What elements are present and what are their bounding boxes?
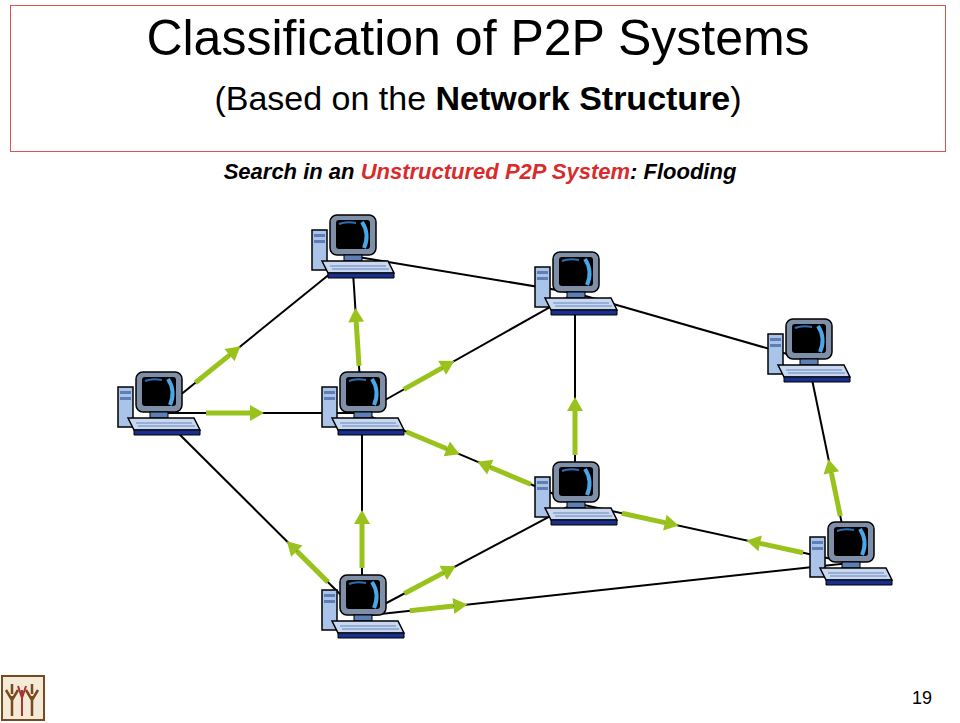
flood-arrow xyxy=(622,513,679,530)
heading-highlight: Unstructured P2P System xyxy=(361,159,630,184)
network-link xyxy=(575,503,850,563)
network-link xyxy=(362,293,575,413)
computer-icon xyxy=(322,372,404,435)
subtitle-text: (Based on the xyxy=(214,79,426,117)
flood-arrow xyxy=(404,361,455,390)
network-link xyxy=(362,563,850,616)
subtitle-text: ) xyxy=(730,79,741,117)
section-heading: Search in an Unstructured P2P System: Fl… xyxy=(0,159,960,185)
network-link xyxy=(362,503,575,616)
title-box: Classification of P2P Systems (Based on … xyxy=(10,5,946,152)
computer-icon xyxy=(535,252,617,315)
page-number: 19 xyxy=(912,688,932,709)
subtitle-line: (Based on the Network Structure) xyxy=(11,78,945,119)
computer-icon xyxy=(768,319,850,382)
flood-arrow xyxy=(567,397,583,455)
subtitle-bold-text: Network Structure xyxy=(436,79,731,117)
flood-arrow xyxy=(824,459,841,516)
heading-text: : Flooding xyxy=(630,159,736,184)
flood-arrow xyxy=(406,432,459,456)
heading-text: Search in an xyxy=(224,159,355,184)
flood-arrow xyxy=(287,541,328,582)
flood-arrow xyxy=(477,460,530,484)
computer-icon xyxy=(810,522,892,585)
computer-icon xyxy=(535,462,617,525)
computer-icon xyxy=(118,372,200,435)
flood-arrow xyxy=(354,510,370,568)
flood-arrow xyxy=(746,536,803,553)
computer-icon xyxy=(312,215,394,278)
computer-icon xyxy=(322,575,404,638)
flood-arrow xyxy=(404,566,455,594)
flood-arrow xyxy=(195,346,240,382)
network-link xyxy=(158,413,362,616)
slide-title: Classification of P2P Systems xyxy=(11,10,945,68)
university-logo xyxy=(2,676,44,720)
flood-arrow xyxy=(348,308,364,366)
flood-arrow xyxy=(410,598,468,614)
flood-arrow xyxy=(206,405,264,421)
